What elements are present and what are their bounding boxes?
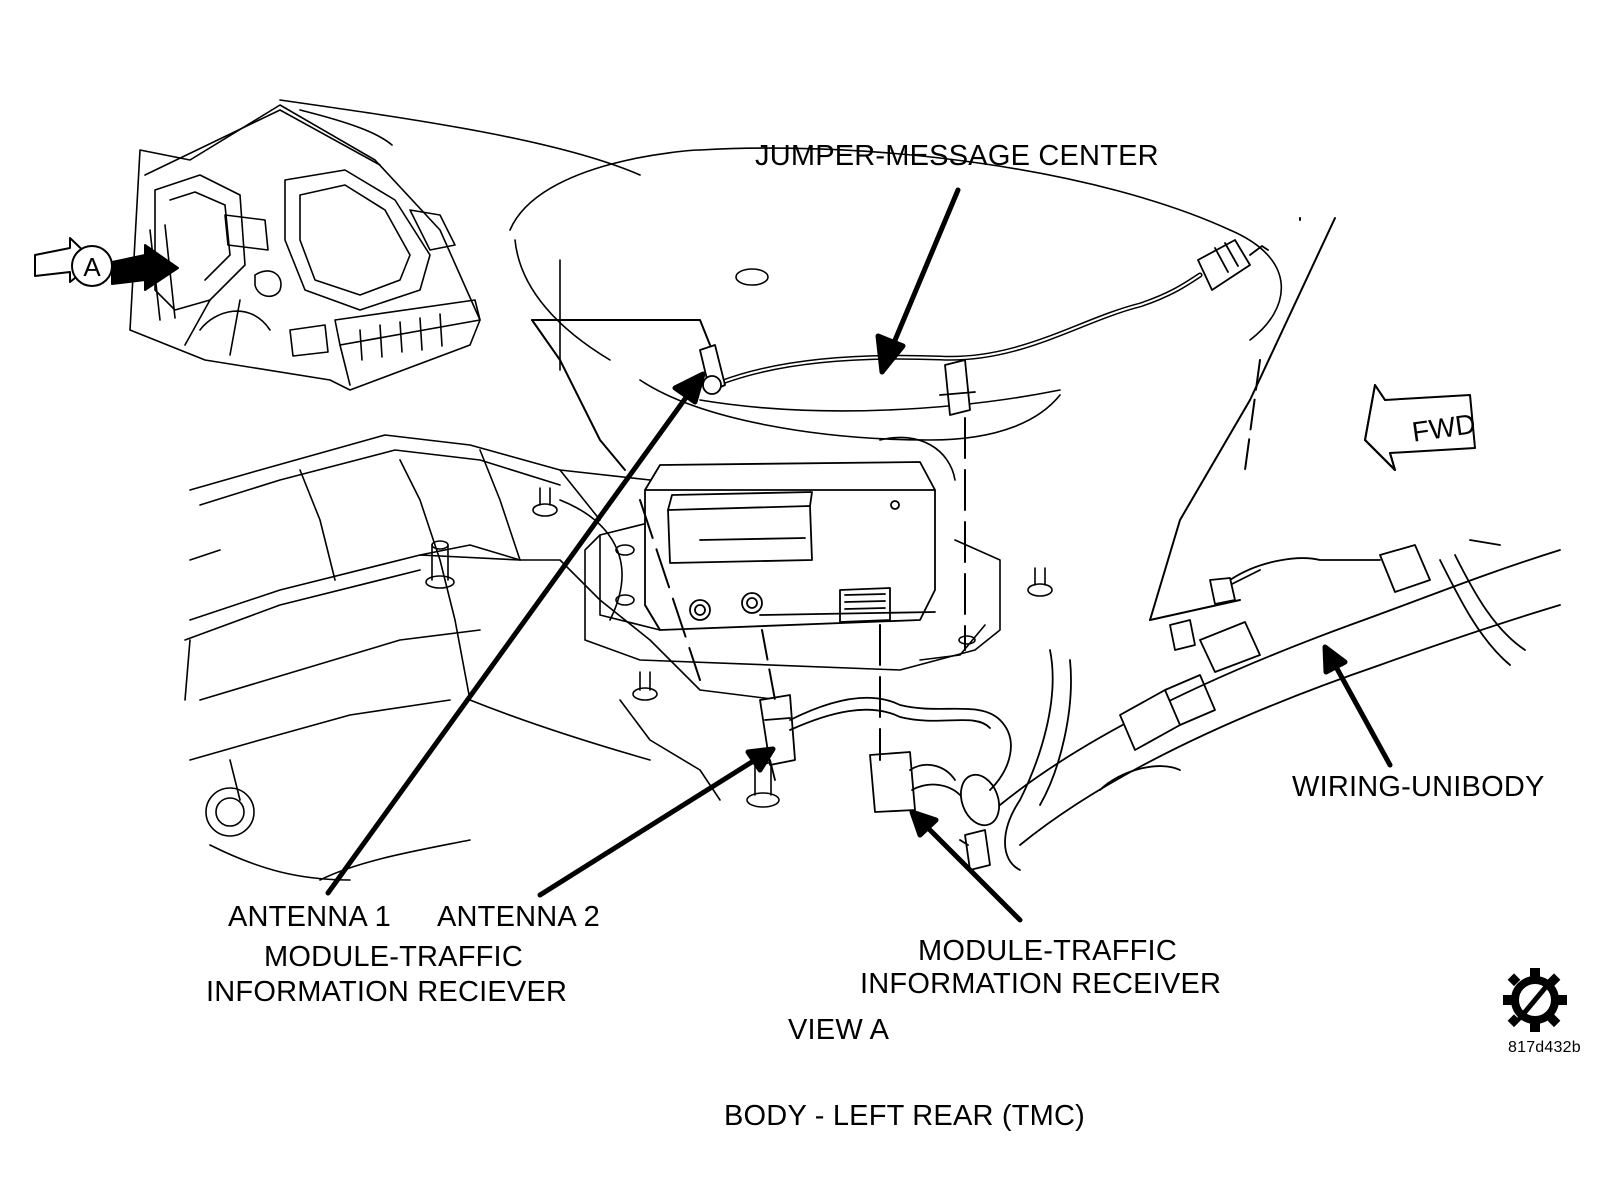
module-left-line2: INFORMATION RECIEVER xyxy=(206,976,568,1008)
traffic-receiver-module xyxy=(644,461,936,631)
view-marker-label: A xyxy=(83,252,101,282)
figure-caption: BODY - LEFT REAR (TMC) xyxy=(724,1100,1086,1132)
module-right-line1: MODULE-TRAFFIC xyxy=(918,935,1177,967)
fwd-arrow-icon: FWD xyxy=(1364,384,1477,471)
antenna-connectors xyxy=(759,694,1012,871)
unibody-harness xyxy=(959,539,1561,871)
spare-tire-well xyxy=(279,99,1283,621)
module-left-line1: MODULE-TRAFFIC xyxy=(264,941,523,973)
gear-service-icon xyxy=(1503,968,1567,1032)
vehicle-inset xyxy=(129,104,481,391)
view-frame xyxy=(531,217,1336,761)
figure-id: 817d432b xyxy=(1508,1039,1581,1056)
antenna-2-label: ANTENNA 2 xyxy=(437,901,600,933)
view-a-label: VIEW A xyxy=(788,1014,890,1046)
jumper-cable xyxy=(699,239,1269,416)
floor-pan xyxy=(184,434,781,881)
antenna-1-label: ANTENNA 1 xyxy=(228,901,391,933)
callout-arrows xyxy=(325,187,1393,923)
module-right-line2: INFORMATION RECEIVER xyxy=(860,968,1222,1000)
wiring-unibody-label: WIRING-UNIBODY xyxy=(1292,771,1545,803)
view-arrow-icon: A xyxy=(34,237,179,291)
jumper-label: JUMPER-MESSAGE CENTER xyxy=(755,140,1159,172)
